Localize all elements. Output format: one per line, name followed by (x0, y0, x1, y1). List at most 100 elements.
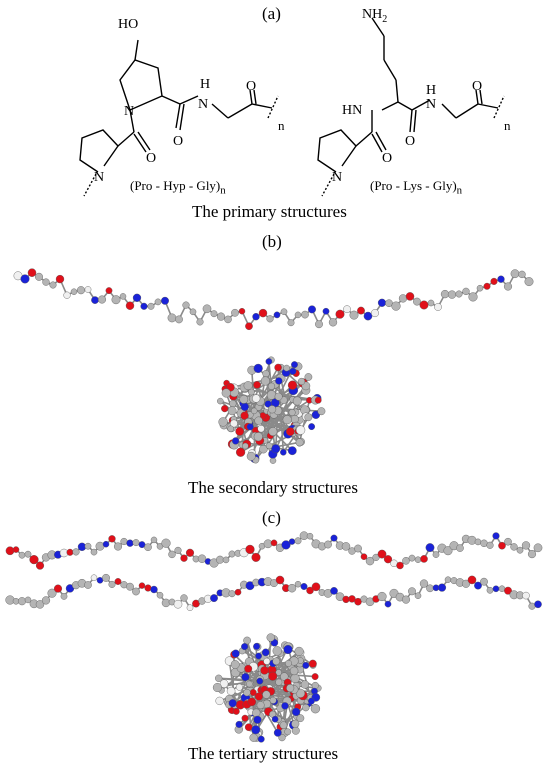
atom-sphere (244, 723, 253, 732)
atom-sphere (272, 646, 283, 656)
bond-stick (264, 674, 297, 713)
atom-sphere (264, 400, 272, 408)
atom-sphere (252, 394, 261, 403)
atom-sphere (197, 554, 207, 563)
atom-sphere (290, 415, 299, 424)
atom-sphere (84, 581, 92, 589)
atom-sphere (308, 423, 316, 431)
atom-sphere (167, 313, 177, 323)
atom-sphere (260, 376, 270, 386)
atom-sphere (228, 590, 236, 598)
atom-sphere (235, 683, 243, 691)
atom-sphere (17, 597, 27, 606)
atom-sphere (246, 680, 253, 688)
atom-sphere (196, 318, 204, 326)
atom-sphere (391, 301, 401, 311)
atom-sphere (480, 577, 488, 586)
atom-sphere (246, 451, 256, 461)
atom-sphere (263, 657, 271, 665)
atom-sphere (280, 449, 287, 456)
atom-sphere (396, 561, 404, 570)
atom-sphere (498, 541, 506, 550)
atom-sphere (72, 548, 80, 556)
atom-sphere (405, 292, 415, 301)
atom-sphere (24, 596, 32, 604)
atom-sphere (287, 319, 295, 327)
atom-sphere (294, 537, 302, 545)
atom-sphere (218, 417, 228, 427)
atom-sphere (12, 546, 20, 553)
atom-sphere (254, 692, 263, 701)
atom-sphere (302, 703, 310, 712)
atom-sphere (90, 548, 98, 556)
atom-sphere (311, 681, 319, 690)
atom-sphere (274, 392, 283, 401)
atom-sphere (315, 320, 323, 329)
atom-sphere (281, 540, 291, 550)
atom-sphere (256, 677, 264, 685)
atom-sphere (248, 388, 255, 396)
atom-sphere (250, 407, 258, 415)
atom-sphere (265, 442, 273, 450)
atom-sphere (283, 364, 290, 372)
bond-stick (259, 385, 307, 442)
atom-sphere (221, 388, 231, 398)
atom-sphere (254, 416, 263, 425)
atom-sphere (503, 282, 513, 291)
atom-sphere (486, 541, 494, 549)
atom-sphere (291, 719, 300, 728)
atom-sphere (258, 308, 268, 318)
atom-sphere (443, 546, 453, 556)
atom-label-ho: HO (118, 17, 138, 32)
atom-sphere (335, 309, 345, 319)
atom-sphere (398, 294, 408, 303)
atom-sphere (483, 282, 491, 290)
atom-sphere (383, 555, 393, 564)
atom-sphere (210, 594, 218, 603)
atom-label-n: N (124, 104, 134, 119)
atom-sphere (414, 556, 422, 563)
atom-sphere (91, 296, 99, 304)
atom-sphere (173, 599, 183, 609)
atom-sphere (497, 275, 505, 283)
atom-sphere (265, 358, 273, 365)
atom-sphere (444, 576, 452, 583)
atom-sphere (377, 298, 387, 307)
atom-sphere (219, 679, 229, 688)
atom-sphere (156, 591, 164, 599)
atom-sphere (242, 442, 249, 450)
bond-stick (233, 392, 248, 445)
atom-sphere (126, 539, 134, 547)
caption-tertiary: The tertiary structures (188, 744, 339, 763)
atom-sphere (262, 370, 270, 378)
atom-sphere (53, 584, 63, 593)
atom-sphere (281, 702, 289, 710)
atom-sphere (534, 600, 542, 609)
atom-label-n: N (198, 97, 208, 112)
atom-sphere (154, 298, 162, 306)
atom-sphere (138, 582, 146, 589)
atom-sphere (268, 405, 277, 414)
atom-sphere (275, 377, 283, 385)
atom-sphere (272, 657, 280, 666)
atom-sphere (324, 540, 332, 549)
atom-sphere (97, 295, 107, 304)
atom-sphere (304, 373, 313, 381)
atom-sphere (168, 550, 176, 559)
atom-sphere (63, 291, 71, 299)
atom-sphere (216, 555, 224, 564)
atom-sphere (111, 295, 121, 305)
atom-sphere (132, 293, 142, 302)
atom-sphere (150, 536, 158, 544)
atom-sphere (230, 419, 238, 428)
atom-sphere (527, 550, 537, 559)
atom-sphere (260, 666, 269, 675)
atom-sphere (273, 728, 282, 737)
atom-sphere (297, 377, 306, 386)
atom-sphere (371, 309, 379, 318)
atom-sphere (144, 584, 152, 592)
atom-sphere (244, 664, 253, 673)
atom-sphere (227, 406, 237, 416)
atom-sphere (249, 733, 258, 742)
atom-sphere (518, 270, 526, 279)
